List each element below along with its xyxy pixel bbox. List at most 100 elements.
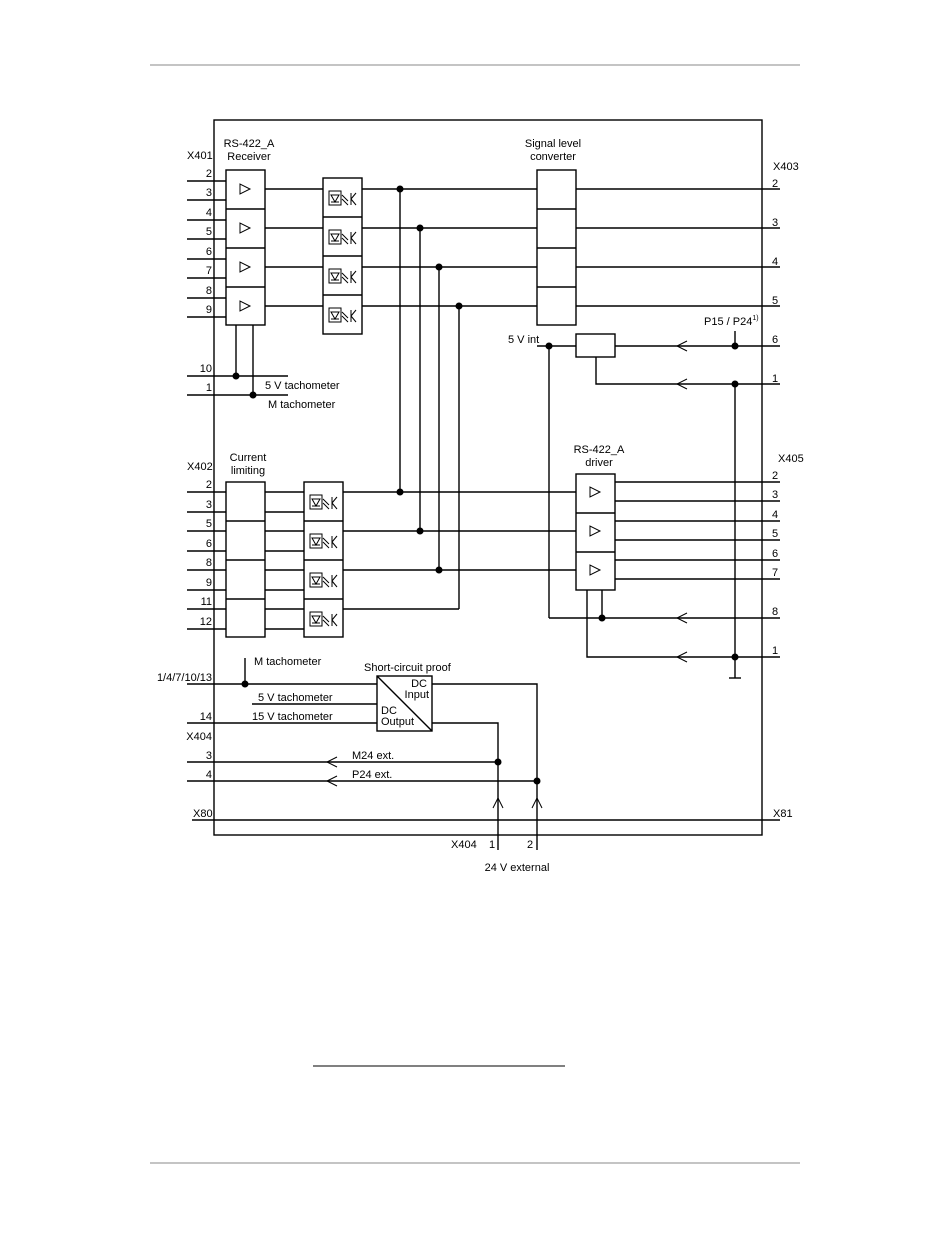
opto-to-converter-lines <box>362 188 537 307</box>
x80-label: X80 <box>193 808 213 820</box>
x405-pin: 7 <box>772 567 778 579</box>
signal-level-converter-block <box>536 169 577 326</box>
x405-pin: 3 <box>772 489 778 501</box>
x402-pin: 3 <box>206 499 212 511</box>
x402-pin: 11 <box>201 596 212 608</box>
x404-bottom-label: X404 <box>451 839 477 851</box>
optocoupler-icon <box>328 307 357 323</box>
fifteen-v-tachometer-label: 15 V tachometer <box>252 711 333 723</box>
x405-pin: 4 <box>772 509 778 521</box>
x403-pin: 4 <box>772 256 778 268</box>
x401-pin: 3 <box>206 187 212 199</box>
receiver-amp-icon <box>239 300 252 312</box>
x405-pin: 6 <box>772 548 778 560</box>
optocoupler-icon <box>328 268 357 284</box>
x404-pin: 3 <box>206 750 212 762</box>
five-v-tachometer-label-2: 5 V tachometer <box>258 692 333 704</box>
x404-pin: 4 <box>206 769 212 781</box>
optocoupler-icon <box>309 572 338 588</box>
x401-pin: 2 <box>206 168 212 180</box>
optocoupler-icon <box>328 190 357 206</box>
current-limiting-title: Current <box>230 452 267 464</box>
rs422-receiver-title: RS-422_A <box>224 138 275 150</box>
m-tachometer-label: M tachometer <box>268 399 336 411</box>
x402-pin: 5 <box>206 518 212 530</box>
power-lines <box>537 331 780 679</box>
x403-pin-numbers: 2 3 4 5 6 1 <box>772 178 778 385</box>
x404-bottom-pin: 1 <box>489 839 495 851</box>
x405-pin: 2 <box>772 470 778 482</box>
x402-pin: 2 <box>206 479 212 491</box>
x403-pin: 6 <box>772 334 778 346</box>
x405-output-lines <box>615 481 780 580</box>
driver-amp-icon <box>589 564 602 576</box>
rs422-driver-title: RS-422_A <box>574 444 625 456</box>
limit-to-opto-lines <box>265 491 304 630</box>
x401-pin: 7 <box>206 265 212 277</box>
dc-input-dc-label: DC <box>411 678 427 690</box>
dc-output-dc-label: DC <box>381 705 397 717</box>
rs422-driver-subtitle: driver <box>585 457 613 469</box>
x401-pin: 9 <box>206 304 212 316</box>
x403-pin: 2 <box>772 178 778 190</box>
x405-label: X405 <box>778 453 804 465</box>
p24-ext-label: P24 ext. <box>352 769 392 781</box>
x402-pin: 8 <box>206 557 212 569</box>
optocoupler-icon <box>309 494 338 510</box>
five-v-int-label: 5 V int <box>508 334 539 346</box>
driver-supply-lines <box>549 590 780 663</box>
x401-pin: 4 <box>206 207 212 219</box>
m-tachometer-label-2: M tachometer <box>254 656 322 668</box>
x401-pin: 5 <box>206 226 212 238</box>
x403-label: X403 <box>773 161 799 173</box>
optocoupler-block-middle <box>303 481 344 638</box>
x405-pin: 8 <box>772 606 778 618</box>
current-limiting-subtitle: limiting <box>231 465 265 477</box>
x401-label: X401 <box>187 150 213 162</box>
x401-input-lines <box>187 180 226 318</box>
x401-supply-pin: 1 <box>206 382 212 394</box>
receiver-block <box>225 169 266 326</box>
current-limiting-block <box>225 481 266 638</box>
m24-ext-label: M24 ext. <box>352 750 394 762</box>
module-frame <box>213 119 763 836</box>
x403-output-lines <box>576 188 780 307</box>
driver-amp-icon <box>589 525 602 537</box>
x402-input-lines <box>187 491 226 630</box>
x403-pin: 5 <box>772 295 778 307</box>
receiver-amp-icon <box>239 222 252 234</box>
x402-pin: 9 <box>206 577 212 589</box>
x401-supply-pin: 10 <box>200 363 212 375</box>
x404-pin: 14 <box>200 711 212 723</box>
x404-power-lines <box>187 680 543 850</box>
middle-signal-lines <box>343 488 576 610</box>
dc-output-label: Output <box>381 716 414 728</box>
x401-pin-numbers: 2 3 4 5 6 7 8 9 <box>206 168 212 316</box>
signal-level-title: Signal level <box>525 138 581 150</box>
x404-bottom-pin: 2 <box>527 839 533 851</box>
x405-pin: 5 <box>772 528 778 540</box>
x402-pin: 12 <box>200 616 212 628</box>
x401-pin: 6 <box>206 246 212 258</box>
receiver-to-opto-lines <box>265 188 323 307</box>
signal-buses <box>396 185 463 609</box>
x404-left-label: X404 <box>186 731 212 743</box>
optocoupler-icon <box>328 229 357 245</box>
receiver-amp-icon <box>239 183 252 195</box>
x402-label: X402 <box>187 461 213 473</box>
x403-pin: 1 <box>772 373 778 385</box>
optocoupler-block-top <box>322 177 363 335</box>
receiver-amp-icon <box>239 261 252 273</box>
five-v-tachometer-label: 5 V tachometer <box>265 380 340 392</box>
x81-label: X81 <box>773 808 793 820</box>
x403-pin: 3 <box>772 217 778 229</box>
x401-pin: 8 <box>206 285 212 297</box>
x402-pin-numbers: 2 3 5 6 8 9 11 12 <box>200 479 212 628</box>
p15-p24-label: P15 / P241) <box>704 315 759 328</box>
dc-dc-converter: DC Input DC Output <box>376 675 433 732</box>
x405-pin-numbers: 2 3 4 5 6 7 8 1 <box>772 470 778 657</box>
x402-pin: 6 <box>206 538 212 550</box>
signal-level-subtitle: converter <box>530 151 576 163</box>
x401-supply: 10 1 <box>187 325 288 399</box>
optocoupler-icon <box>309 611 338 627</box>
